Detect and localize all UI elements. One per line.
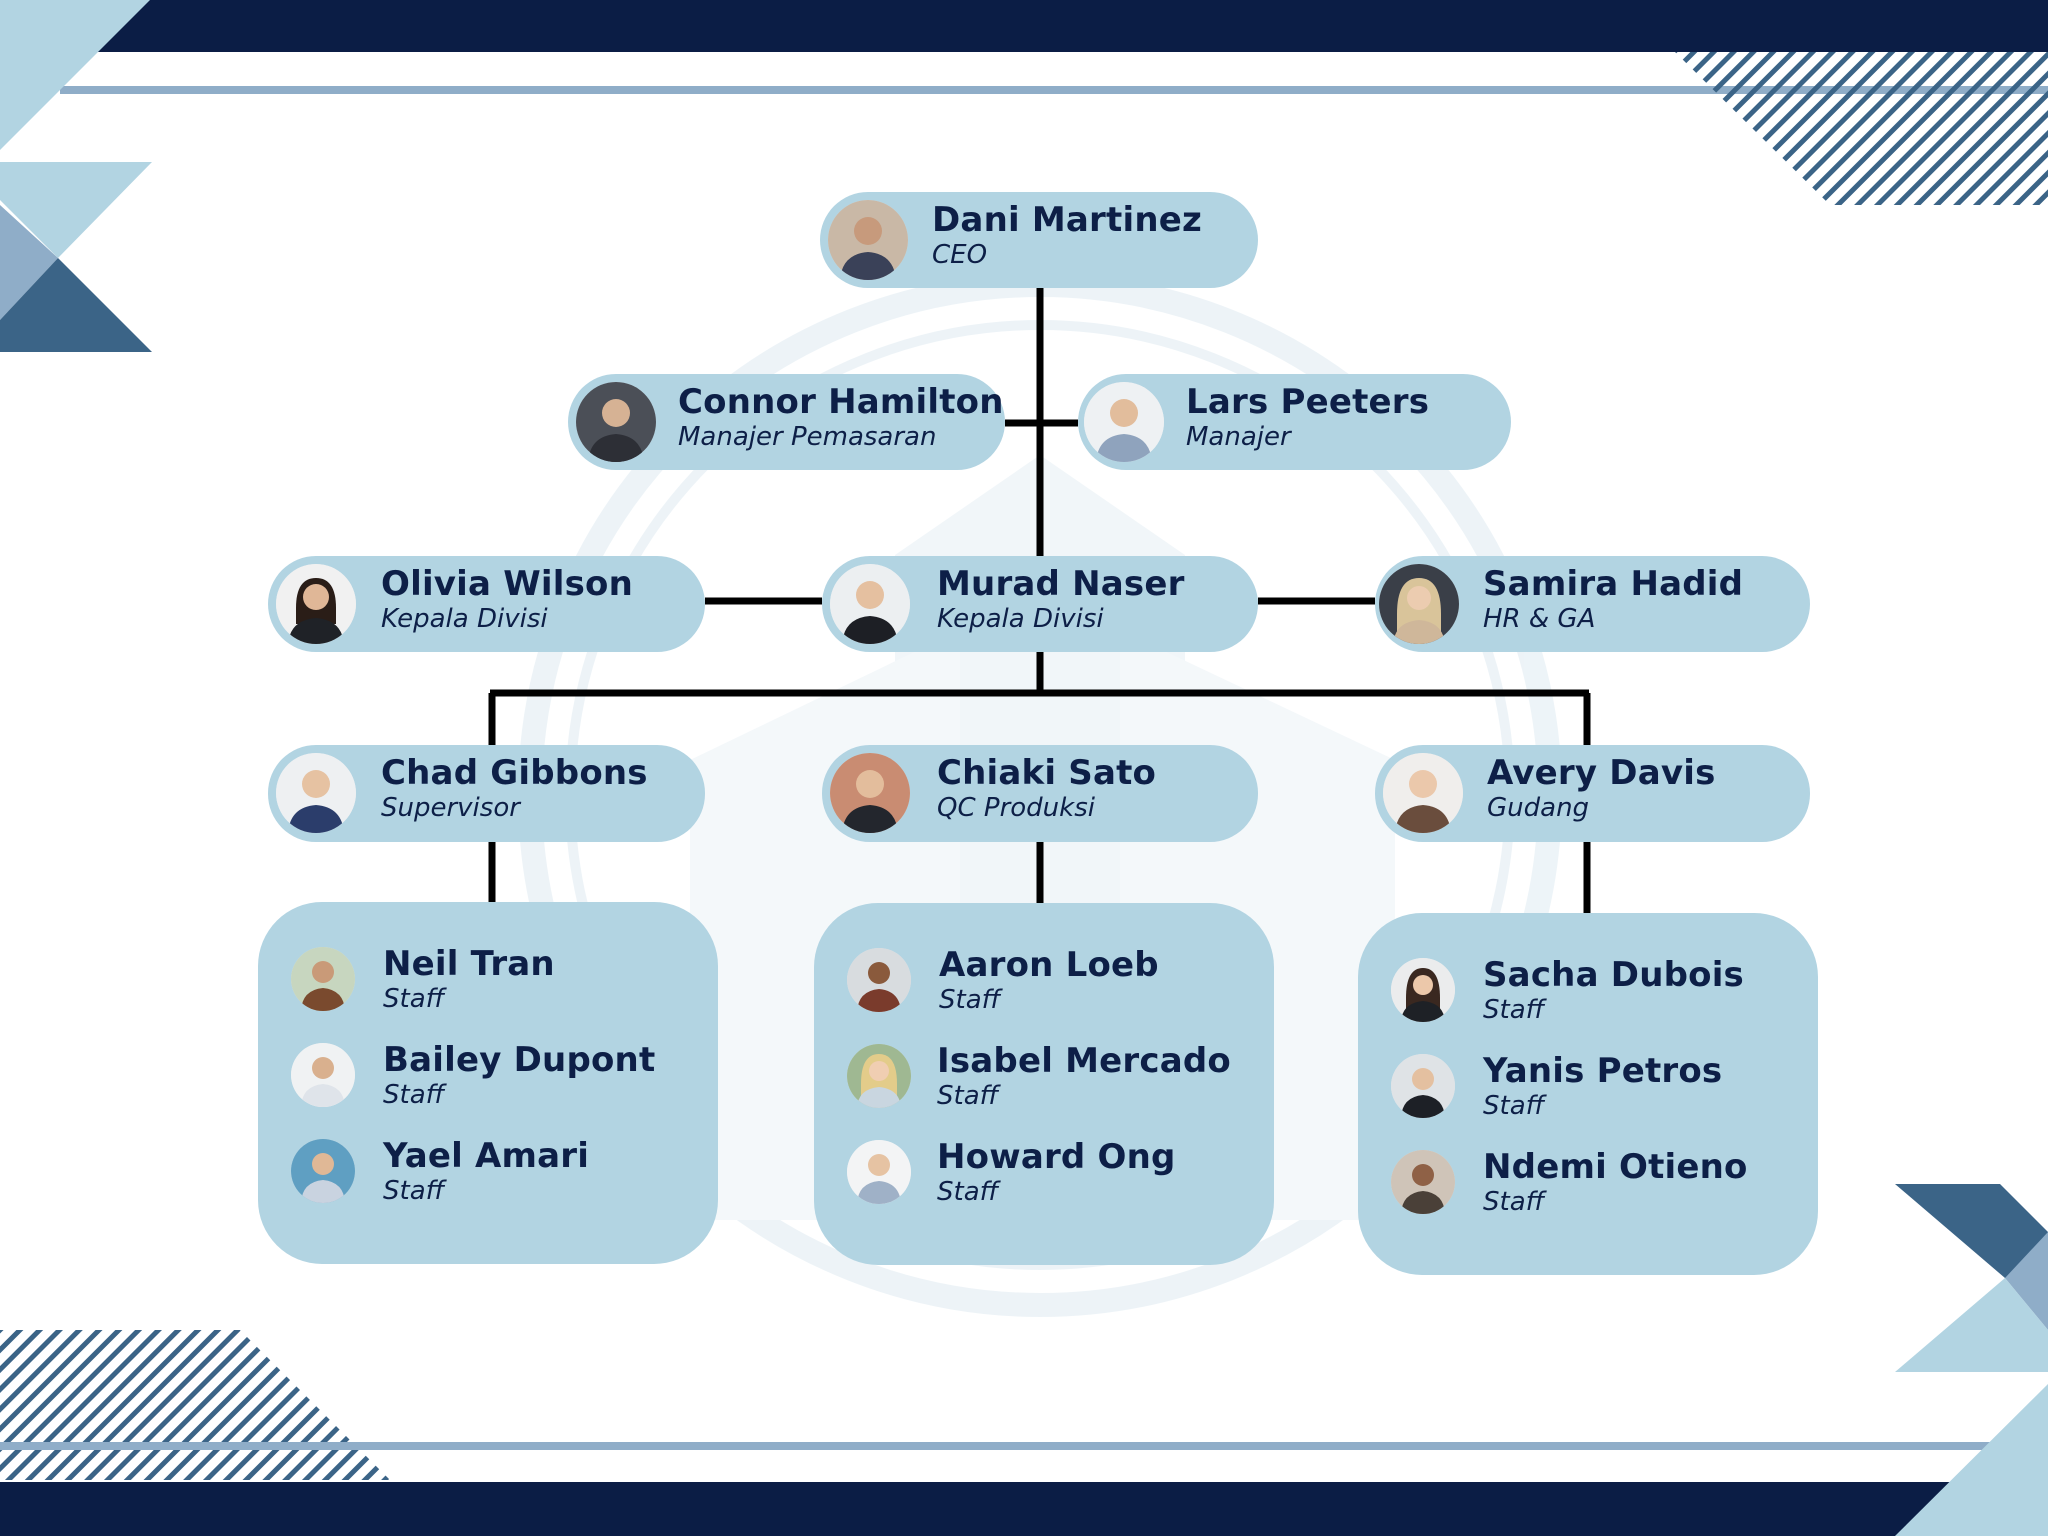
staff-center-1-avatar [847, 948, 911, 1012]
supervisor-right-name: Avery Davis [1487, 753, 1716, 793]
staff-right-2-name: Yanis Petros [1483, 1051, 1723, 1091]
supervisor-right-avatar [1383, 753, 1463, 833]
top-thin-line [60, 86, 2048, 94]
manager-left-name: Connor Hamilton [678, 382, 1004, 422]
right-chevron-mid [2005, 1232, 2048, 1330]
supervisor-left-role: Supervisor [381, 793, 520, 823]
division-right-avatar [1379, 564, 1459, 644]
staff-center-3-name: Howard Ong [937, 1137, 1176, 1177]
staff-left-2-role: Staff [383, 1080, 445, 1110]
staff-right-3-name: Ndemi Otieno [1483, 1147, 1748, 1187]
left-chevron-mid [0, 205, 58, 320]
staff-right-2-avatar [1391, 1054, 1455, 1118]
bottom-band [0, 1482, 2048, 1536]
staff-right-1-role: Staff [1483, 995, 1545, 1025]
manager-right-role: Manajer [1186, 422, 1291, 452]
supervisor-right-role: Gudang [1487, 793, 1590, 823]
right-chevron-light [1895, 1278, 2048, 1372]
bottom-thin-line [0, 1442, 1990, 1450]
left-chevron-dark [0, 258, 152, 352]
supervisor-left-name: Chad Gibbons [381, 753, 648, 793]
staff-group-left: Neil Tran Staff Bailey Dupont Staff Yael… [258, 902, 718, 1264]
top-left-diagonal [0, 0, 150, 150]
division-left-avatar [276, 564, 356, 644]
bottom-right-diagonal [1895, 1384, 2048, 1536]
staff-center-3-avatar [847, 1140, 911, 1204]
right-chevron-dark [1895, 1184, 2048, 1278]
staff-center-2-avatar [847, 1044, 911, 1108]
staff-left-2-avatar [291, 1043, 355, 1107]
node-supervisor-right: Avery Davis Gudang [1375, 745, 1810, 842]
staff-left-3-role: Staff [383, 1176, 445, 1206]
staff-right-3-role: Staff [1483, 1187, 1545, 1217]
node-division-left: Olivia Wilson Kepala Divisi [268, 556, 705, 652]
manager-left-role: Manajer Pemasaran [678, 422, 937, 452]
staff-right-1-avatar [1391, 958, 1455, 1022]
division-left-role: Kepala Divisi [381, 604, 548, 634]
supervisor-left-avatar [276, 753, 356, 833]
staff-right-3-avatar [1391, 1150, 1455, 1214]
staff-group-center: Aaron Loeb Staff Isabel Mercado Staff Ho… [814, 903, 1274, 1265]
division-right-name: Samira Hadid [1483, 564, 1744, 604]
ceo-name: Dani Martinez [932, 200, 1202, 240]
node-manager-right: Lars Peeters Manajer [1078, 374, 1511, 470]
node-division-center: Murad Naser Kepala Divisi [822, 556, 1258, 652]
top-band [0, 0, 2048, 52]
division-center-name: Murad Naser [937, 564, 1185, 604]
division-center-role: Kepala Divisi [937, 604, 1104, 634]
staff-left-1-name: Neil Tran [383, 944, 555, 984]
supervisor-center-role: QC Produksi [937, 793, 1095, 823]
staff-right-1-name: Sacha Dubois [1483, 955, 1744, 995]
node-supervisor-left: Chad Gibbons Supervisor [268, 745, 705, 842]
node-ceo: Dani Martinez CEO [820, 192, 1258, 288]
division-left-name: Olivia Wilson [381, 564, 634, 604]
staff-center-2-name: Isabel Mercado [937, 1041, 1231, 1081]
division-center-avatar [830, 564, 910, 644]
manager-right-name: Lars Peeters [1186, 382, 1430, 422]
ceo-avatar [828, 200, 908, 280]
node-manager-left: Connor Hamilton Manajer Pemasaran [568, 374, 1005, 470]
manager-left-avatar [576, 382, 656, 462]
staff-center-1-role: Staff [939, 985, 1001, 1015]
staff-left-3-avatar [291, 1139, 355, 1203]
staff-center-3-role: Staff [937, 1177, 999, 1207]
staff-left-2-name: Bailey Dupont [383, 1040, 656, 1080]
staff-center-1-name: Aaron Loeb [939, 945, 1159, 985]
manager-right-avatar [1084, 382, 1164, 462]
staff-right-2-role: Staff [1483, 1091, 1545, 1121]
staff-center-2-role: Staff [937, 1081, 999, 1111]
staff-group-right: Sacha Dubois Staff Yanis Petros Staff Nd… [1358, 913, 1818, 1275]
top-right-hatch [1675, 52, 2048, 205]
division-right-role: HR & GA [1483, 604, 1596, 634]
supervisor-center-avatar [830, 753, 910, 833]
staff-left-1-avatar [291, 947, 355, 1011]
node-division-right: Samira Hadid HR & GA [1375, 556, 1810, 652]
ceo-role: CEO [932, 240, 988, 270]
left-chevron-light [0, 162, 152, 258]
staff-left-3-name: Yael Amari [383, 1136, 590, 1176]
node-supervisor-center: Chiaki Sato QC Produksi [822, 745, 1258, 842]
staff-left-1-role: Staff [383, 984, 445, 1014]
supervisor-center-name: Chiaki Sato [937, 753, 1157, 793]
